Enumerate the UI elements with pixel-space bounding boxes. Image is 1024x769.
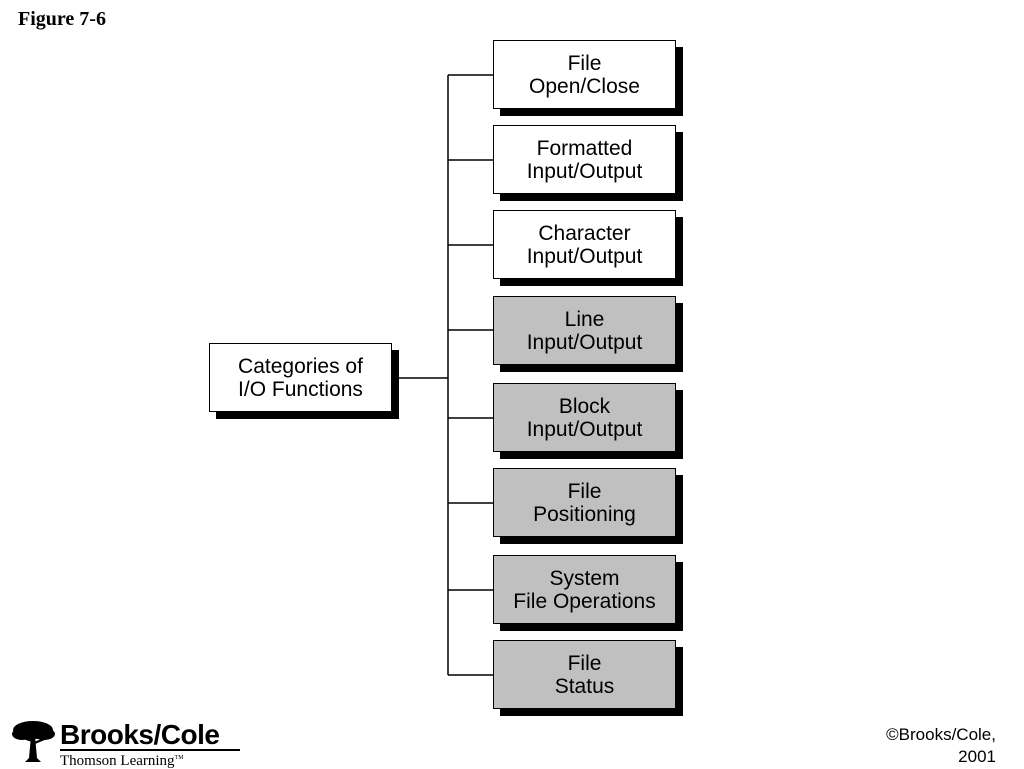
copyright-notice: ©Brooks/Cole, 2001 <box>886 724 996 768</box>
category-line-1: Block <box>558 394 611 418</box>
category-line-1: Formatted <box>536 136 633 160</box>
category-line-1: System <box>549 566 620 590</box>
logo-trademark: TM <box>174 755 184 761</box>
category-line-2: Input/Output <box>526 417 643 441</box>
category-line-1: Line <box>564 307 605 331</box>
category-line-2: File Operations <box>513 589 656 613</box>
copyright-line-1: ©Brooks/Cole, <box>886 725 996 744</box>
category-box-block-io: Block Input/Output <box>493 383 676 452</box>
logo-subtitle-text: Thomson Learning <box>60 753 175 769</box>
category-box-system-file-operations: System File Operations <box>493 555 676 624</box>
root-category-box: Categories of I/O Functions <box>209 343 392 412</box>
category-line-1: Character <box>538 221 631 245</box>
brooks-cole-logo: Brooks/Cole Thomson LearningTM <box>10 718 250 769</box>
category-line-1: File <box>567 51 602 75</box>
category-line-2: Input/Output <box>526 244 643 268</box>
category-line-2: Input/Output <box>526 159 643 183</box>
category-box-line-io: Line Input/Output <box>493 296 676 365</box>
category-line-2: Positioning <box>533 502 636 526</box>
category-box-file-status: File Status <box>493 640 676 709</box>
category-box-file-open-close: File Open/Close <box>493 40 676 109</box>
category-line-2: Open/Close <box>529 74 640 98</box>
category-box-file-positioning: File Positioning <box>493 468 676 537</box>
category-line-1: File <box>567 651 602 675</box>
category-box-formatted-io: Formatted Input/Output <box>493 125 676 194</box>
category-box-character-io: Character Input/Output <box>493 210 676 279</box>
logo-subtitle: Thomson LearningTM <box>60 750 184 769</box>
logo-underline <box>60 749 240 751</box>
category-line-2: Input/Output <box>526 330 643 354</box>
logo-name: Brooks/Cole <box>60 719 220 750</box>
copyright-line-2: 2001 <box>958 747 996 766</box>
figure-label: Figure 7-6 <box>18 8 106 30</box>
root-line-1: Categories of <box>238 354 363 378</box>
tree-icon <box>12 721 55 762</box>
root-line-2: I/O Functions <box>238 377 363 401</box>
category-line-2: Status <box>554 674 615 698</box>
category-line-1: File <box>567 479 602 503</box>
